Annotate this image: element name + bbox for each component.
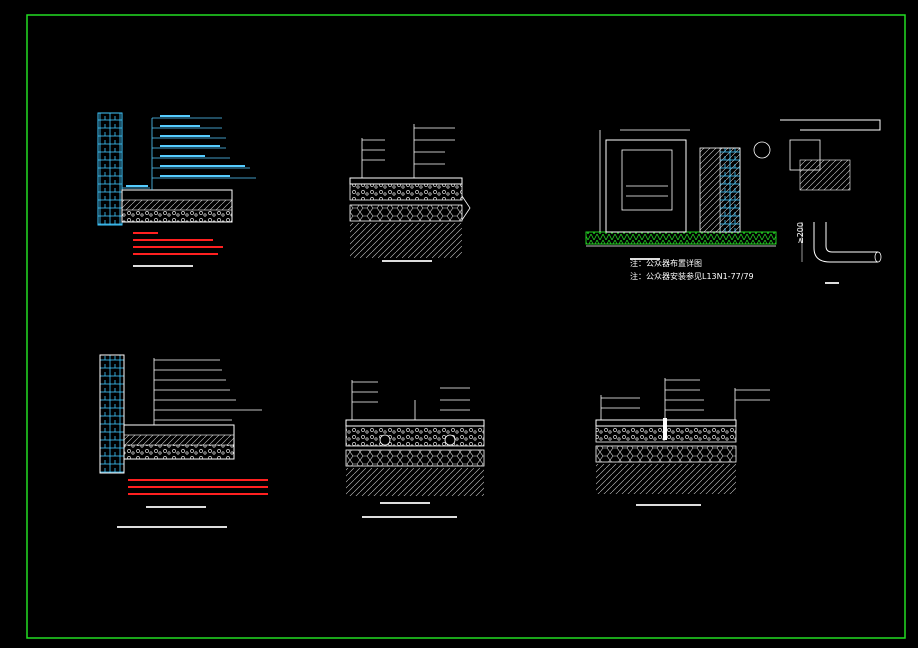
detail-c-note-1: 注：公众器布置详图 — [630, 258, 702, 268]
detail-a-wall-section — [97, 112, 256, 267]
detail-b-floor-section — [349, 124, 471, 262]
detail-f-floor-pvc — [595, 378, 770, 506]
detail-c-note-2: 注：公众器安装参见L13N1-77/79 — [630, 271, 754, 281]
drawing-frame — [26, 14, 906, 639]
pipe-dimension-label: ≥200 — [796, 222, 805, 244]
detail-c-equipment: 注：公众器布置详图 注：公众器安装参见L13N1-77/79 — [585, 119, 881, 281]
brick-wall — [97, 112, 123, 226]
detail-d-wall-section — [99, 354, 268, 528]
detail-e-floor-pipes — [345, 380, 485, 518]
pipe-bend-detail: ≥200 — [796, 222, 882, 284]
grass-strip — [585, 231, 777, 245]
